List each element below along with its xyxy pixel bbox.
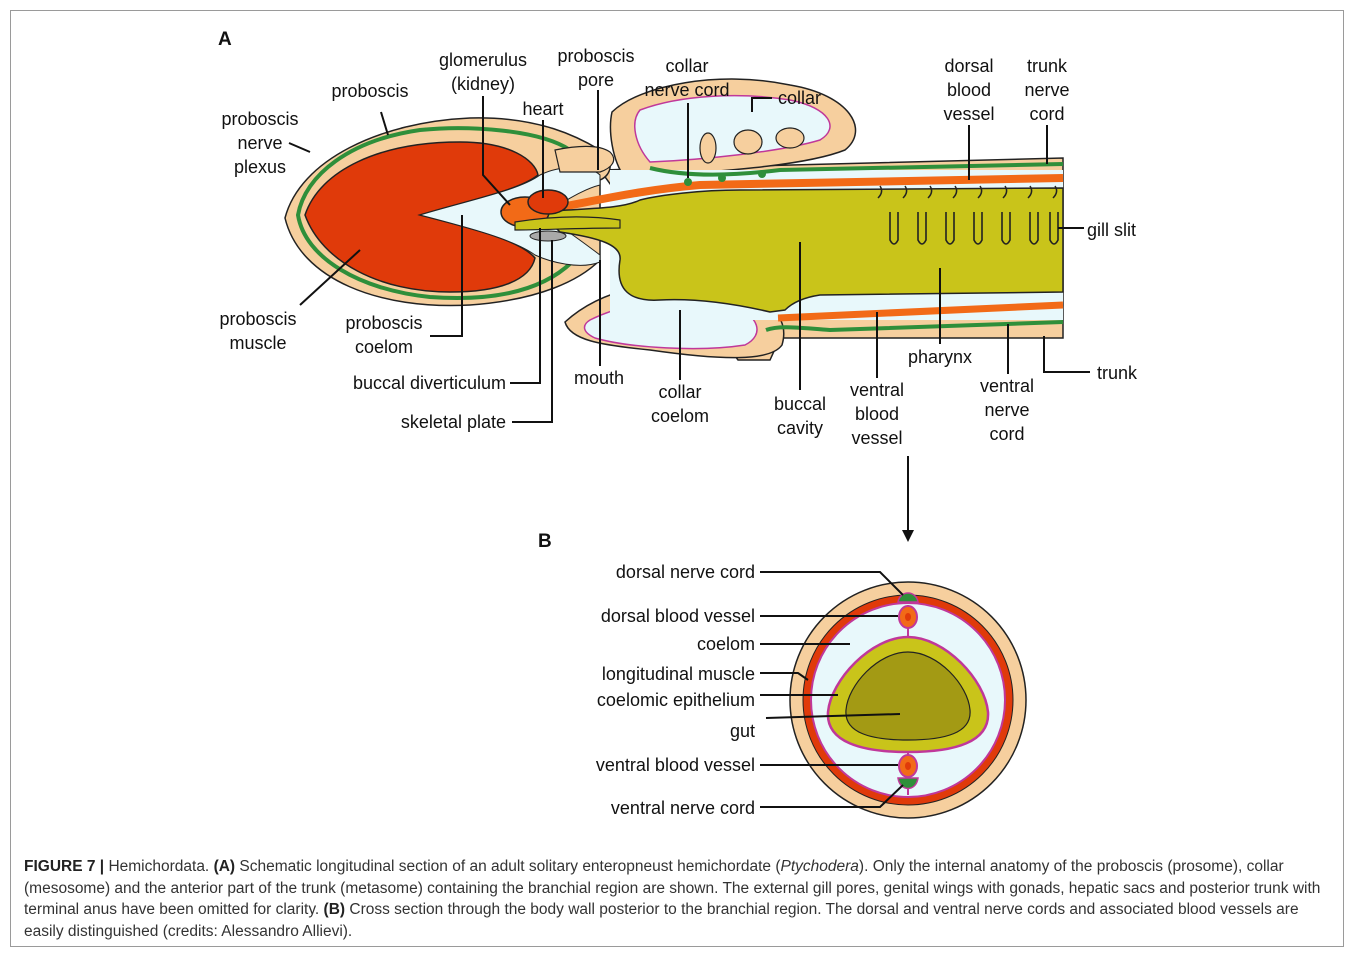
nerve-node-3 [758,170,766,178]
caption-figure-number: FIGURE 7 | [24,858,104,875]
label-buccal-diverticulum: buccal diverticulum [353,373,506,393]
label-proboscis-pore-2: pore [578,70,614,90]
caption-panel-b-ref: (B) [324,901,346,918]
nerve-node-2 [718,174,726,182]
panel-b-label: B [538,531,552,552]
label-b-ventral-nerve-cord: ventral nerve cord [611,798,755,818]
label-ventral-nerve-cord-3: cord [989,424,1024,444]
label-proboscis-pore-1: proboscis [557,46,634,66]
label-ventral-nerve-cord-2: nerve [984,400,1029,420]
label-b-coelom: coelom [697,634,755,654]
label-trunk-nerve-cord-1: trunk [1027,56,1068,76]
label-dorsal-blood-vessel-1: dorsal [944,56,993,76]
label-b-coelomic-epithelium: coelomic epithelium [597,690,755,710]
label-glomerulus-2: (kidney) [451,74,515,94]
label-gill-slit: gill slit [1087,220,1136,240]
caption-text-2: Schematic longitudinal section of an adu… [235,858,780,875]
collar-lumen-1 [700,133,716,163]
label-proboscis-nerve-plexus-3: plexus [234,157,286,177]
label-mouth: mouth [574,368,624,388]
label-pharynx: pharynx [908,347,972,367]
label-buccal-cavity-1: buccal [774,394,826,414]
label-proboscis-nerve-plexus-2: nerve [237,133,282,153]
label-proboscis-muscle-1: proboscis [219,309,296,329]
label-proboscis-coelom-2: coelom [355,337,413,357]
figure-caption: FIGURE 7 | Hemichordata. (A) Schematic l… [24,856,1324,942]
nerve-node-1 [684,178,692,186]
label-b-ventral-blood-vessel: ventral blood vessel [596,755,755,775]
label-trunk: trunk [1097,363,1138,383]
label-heart: heart [522,99,563,119]
label-skeletal-plate: skeletal plate [401,412,506,432]
caption-text-1: Hemichordata. [104,858,213,875]
label-collar-nerve-cord-2: nerve cord [644,80,729,100]
arrow-head [902,530,914,542]
label-ventral-blood-vessel-2: blood [855,404,899,424]
label-trunk-nerve-cord-3: cord [1029,104,1064,124]
label-dorsal-blood-vessel-3: vessel [943,104,994,124]
label-collar-nerve-cord-1: collar [665,56,708,76]
label-b-dorsal-blood-vessel: dorsal blood vessel [601,606,755,626]
label-proboscis-nerve-plexus-1: proboscis [221,109,298,129]
label-proboscis: proboscis [331,81,408,101]
label-proboscis-muscle-2: muscle [229,333,286,353]
cross-dorsal-vessel-lumen [905,613,911,621]
collar-lumen-2 [734,130,762,154]
label-b-gut: gut [730,721,755,741]
label-buccal-cavity-2: cavity [777,418,823,438]
caption-panel-a-ref: (A) [214,858,236,875]
label-trunk-nerve-cord-2: nerve [1024,80,1069,100]
label-proboscis-coelom-1: proboscis [345,313,422,333]
cross-ventral-vessel-lumen [905,762,911,770]
proboscis-stalk [555,146,614,172]
label-glomerulus-1: glomerulus [439,50,527,70]
label-ventral-blood-vessel-3: vessel [851,428,902,448]
label-b-dorsal-nerve-cord: dorsal nerve cord [616,562,755,582]
caption-genus: Ptychodera [781,858,859,875]
panel-a-label: A [218,29,232,50]
label-ventral-nerve-cord-1: ventral [980,376,1034,396]
label-collar-coelom-2: coelom [651,406,709,426]
skeletal-plate-shape [530,231,566,241]
label-collar-coelom-1: collar [658,382,701,402]
label-dorsal-blood-vessel-2: blood [947,80,991,100]
label-collar: collar [778,88,821,108]
label-b-longitudinal-muscle: longitudinal muscle [602,664,755,684]
heart-shape [528,190,568,214]
label-ventral-blood-vessel-1: ventral [850,380,904,400]
collar-lumen-3 [776,128,804,148]
